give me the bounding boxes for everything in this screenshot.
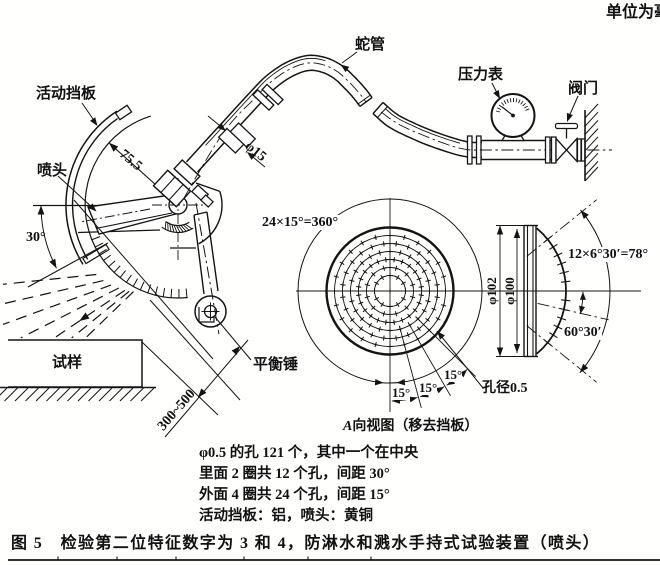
test-sample-block — [0, 339, 156, 402]
label-valve: 阀门 — [568, 81, 599, 97]
spray-head-assembly — [27, 104, 227, 335]
dim-seg1: 15° — [392, 385, 411, 401]
supply-pipe — [372, 101, 612, 165]
figure-caption: 图 5 检验第二位特征数字为 3 和 4，防淋水和溅水手持式试验装置（喷头） — [11, 535, 601, 552]
label-view-a-prefix: A — [343, 419, 353, 434]
dim-disc-od: φ102 — [483, 277, 499, 305]
dim-arc-span: 60°30′ — [564, 325, 602, 341]
dim-sphere-dia: φ100 — [501, 277, 517, 305]
label-counterweight: 平衡锤 — [253, 357, 299, 373]
note-line-4: 活动挡板：铝，喷头：黄铜 — [199, 508, 373, 524]
flexible-hose-left — [183, 54, 373, 199]
label-view-a-text: 向视图（移去挡板） — [352, 419, 479, 434]
side-view-nozzle-disc — [496, 199, 611, 383]
dim-seg3: 15° — [444, 367, 463, 383]
pipe-union-nut — [152, 159, 214, 208]
label-hole-dia: 孔径0.5 — [482, 381, 528, 396]
view-a-hole-pattern — [296, 198, 641, 412]
note-line-1: φ0.5 的孔 121 个，其中一个在中央 — [199, 445, 419, 461]
table-top-edge — [8, 556, 660, 561]
note-line-3: 外面 4 圈共 24 个孔，间距 15° — [199, 487, 390, 503]
unit-note: 单位为毫米 — [606, 4, 660, 21]
dim-seg2: 15° — [419, 380, 438, 396]
label-snake-tube: 蛇管 — [355, 37, 386, 53]
dim-hole-circle: 24×15°=360° — [260, 215, 341, 231]
label-sample: 试样 — [52, 355, 83, 371]
dim-tilt-angle: 30° — [26, 230, 46, 245]
wall-and-valve — [544, 103, 599, 182]
notes-block: φ0.5 的孔 121 个，其中一个在中央里面 2 圈共 12 个孔，间距 30… — [199, 443, 418, 527]
label-pressure-gauge: 压力表 — [458, 67, 504, 83]
label-nozzle: 喷头 — [37, 163, 68, 179]
note-line-2: 里面 2 圈共 12 个孔，间距 30° — [199, 466, 390, 482]
dim-hole-spacing: 12×6°30′=78° — [567, 247, 650, 263]
label-view-a: A向视图（移去挡板） — [343, 419, 478, 434]
distance-dimension — [73, 199, 249, 438]
label-movable-baffle: 活动挡板 — [36, 86, 97, 102]
label-leaders — [57, 51, 579, 361]
pressure-gauge — [490, 93, 536, 142]
spray-fan — [2, 273, 134, 339]
